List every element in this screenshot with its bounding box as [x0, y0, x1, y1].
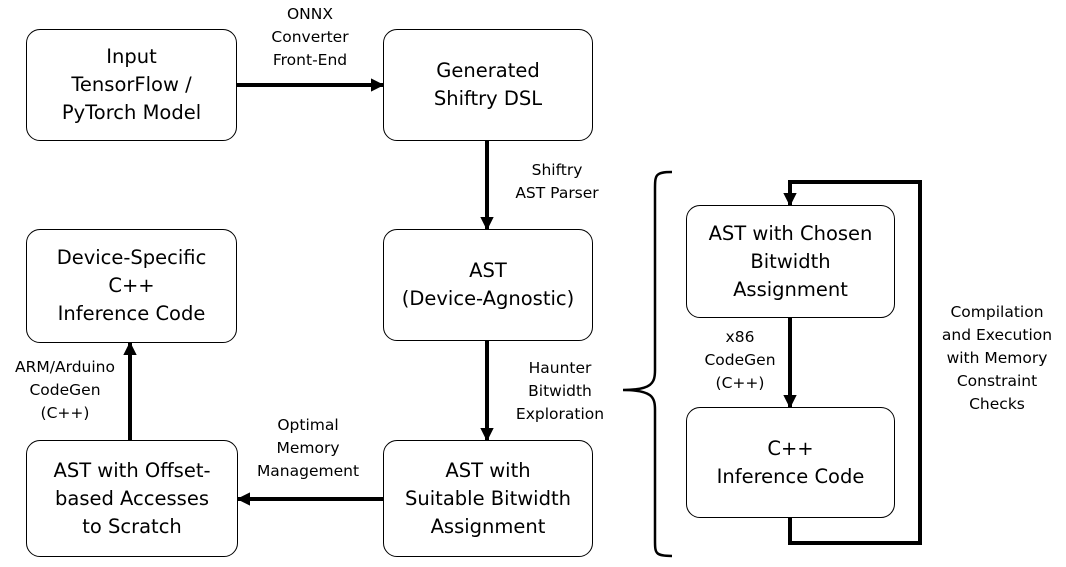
edge-label-arm-codegen: ARM/Arduino CodeGen (C++) — [15, 358, 115, 422]
curly-brace — [622, 170, 673, 558]
edge-label-onnx: ONNX Converter Front-End — [271, 5, 349, 69]
node-ast-offset-accesses-label: AST with Offset- based Accesses to Scrat… — [53, 458, 211, 538]
edge-label-feedback-loop: Compilation and Execution with Memory Co… — [941, 303, 1053, 413]
node-ast-device-agnostic-label: AST (Device-Agnostic) — [401, 259, 575, 310]
node-ast-chosen-bitwidth-label: AST with Chosen Bitwidth Assignment — [708, 221, 873, 301]
feedback-loop — [783, 180, 922, 545]
node-ast-offset-accesses: AST with Offset- based Accesses to Scrat… — [26, 440, 238, 557]
edge-label-haunter: Haunter Bitwidth Exploration — [515, 359, 605, 423]
node-device-specific-code-label: Device-Specific C++ Inference Code — [56, 246, 207, 325]
edge-label-x86-codegen: x86 CodeGen (C++) — [704, 328, 776, 392]
node-shiftry-dsl-label: Generated Shiftry DSL — [433, 59, 543, 110]
node-ast-device-agnostic: AST (Device-Agnostic) — [383, 229, 593, 341]
node-cpp-inference-code-label: C++ Inference Code — [716, 436, 865, 488]
node-input-model-label: Input TensorFlow / PyTorch Model — [61, 45, 202, 124]
node-ast-suitable-bitwidth-label: AST with Suitable Bitwidth Assignment — [405, 458, 571, 538]
node-cpp-inference-code: C++ Inference Code — [686, 407, 895, 518]
node-input-model: Input TensorFlow / PyTorch Model — [26, 29, 237, 141]
node-device-specific-code: Device-Specific C++ Inference Code — [26, 229, 237, 343]
edge-label-shiftry-parser: Shiftry AST Parser — [515, 161, 599, 202]
node-shiftry-dsl: Generated Shiftry DSL — [383, 29, 593, 141]
node-ast-suitable-bitwidth: AST with Suitable Bitwidth Assignment — [383, 440, 593, 557]
node-ast-chosen-bitwidth: AST with Chosen Bitwidth Assignment — [686, 205, 895, 318]
edge-label-memory: Optimal Memory Management — [256, 416, 360, 480]
